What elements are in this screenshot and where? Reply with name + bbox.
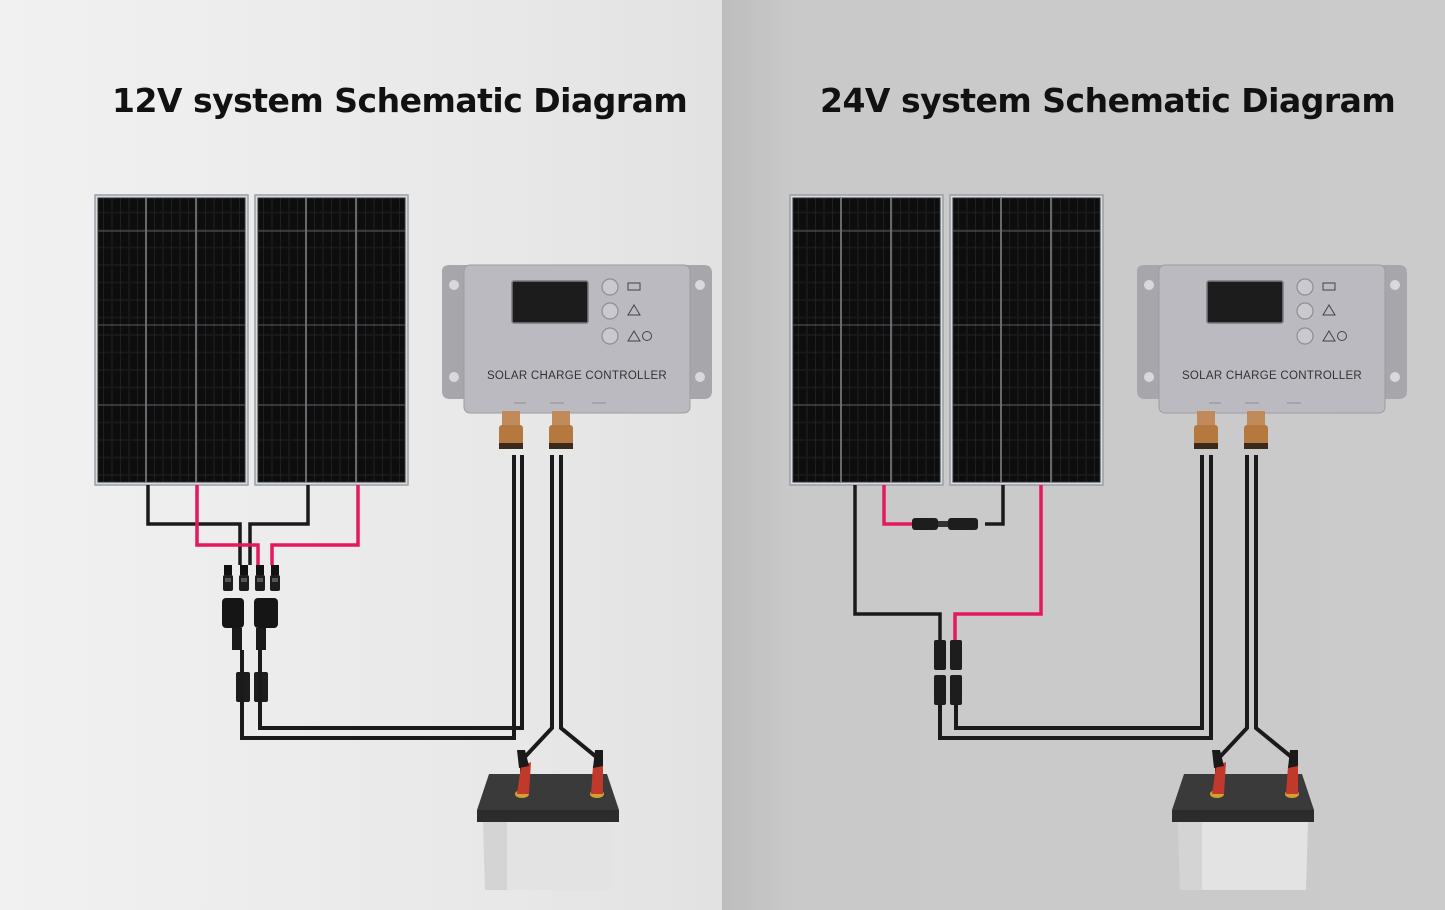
battery-wire bbox=[520, 455, 554, 775]
battery-wire bbox=[1254, 455, 1297, 775]
battery-icon bbox=[477, 750, 619, 890]
negative-wire bbox=[853, 485, 942, 640]
system-24v: SOLAR CHARGE CONTROLLER bbox=[789, 194, 1408, 890]
controller-label: SOLAR CHARGE CONTROLLER bbox=[487, 370, 667, 382]
mc4-connector-icon bbox=[912, 518, 978, 530]
positive-wire bbox=[195, 485, 260, 565]
battery-icon bbox=[1172, 750, 1314, 890]
positive-wire bbox=[270, 485, 360, 565]
solar-panel-icon bbox=[94, 194, 249, 486]
negative-wire bbox=[985, 485, 1005, 526]
battery-wire bbox=[1215, 455, 1249, 775]
solar-panel-icon bbox=[949, 194, 1104, 486]
mc4-connector-icon bbox=[934, 640, 962, 705]
solar-panel-icon bbox=[789, 194, 944, 486]
positive-wire bbox=[882, 485, 912, 526]
title-12v-system: 12V system Schematic Diagram bbox=[112, 81, 688, 120]
positive-main-wire bbox=[954, 455, 1204, 730]
mc4-connector-icon bbox=[222, 565, 280, 702]
battery-wire bbox=[559, 455, 602, 775]
positive-main-wire bbox=[258, 455, 524, 730]
charge-controller-icon bbox=[1136, 264, 1408, 450]
negative-wire bbox=[146, 485, 242, 565]
charge-controller-icon bbox=[441, 264, 713, 450]
positive-wire bbox=[953, 485, 1043, 640]
negative-main-wire bbox=[938, 455, 1213, 740]
negative-main-wire bbox=[240, 455, 516, 740]
solar-panel-icon bbox=[254, 194, 409, 486]
controller-label: SOLAR CHARGE CONTROLLER bbox=[1182, 370, 1362, 382]
title-24v-system: 24V system Schematic Diagram bbox=[820, 81, 1396, 120]
system-12v: SOLAR CHARGE CONTROLLER bbox=[94, 194, 713, 890]
